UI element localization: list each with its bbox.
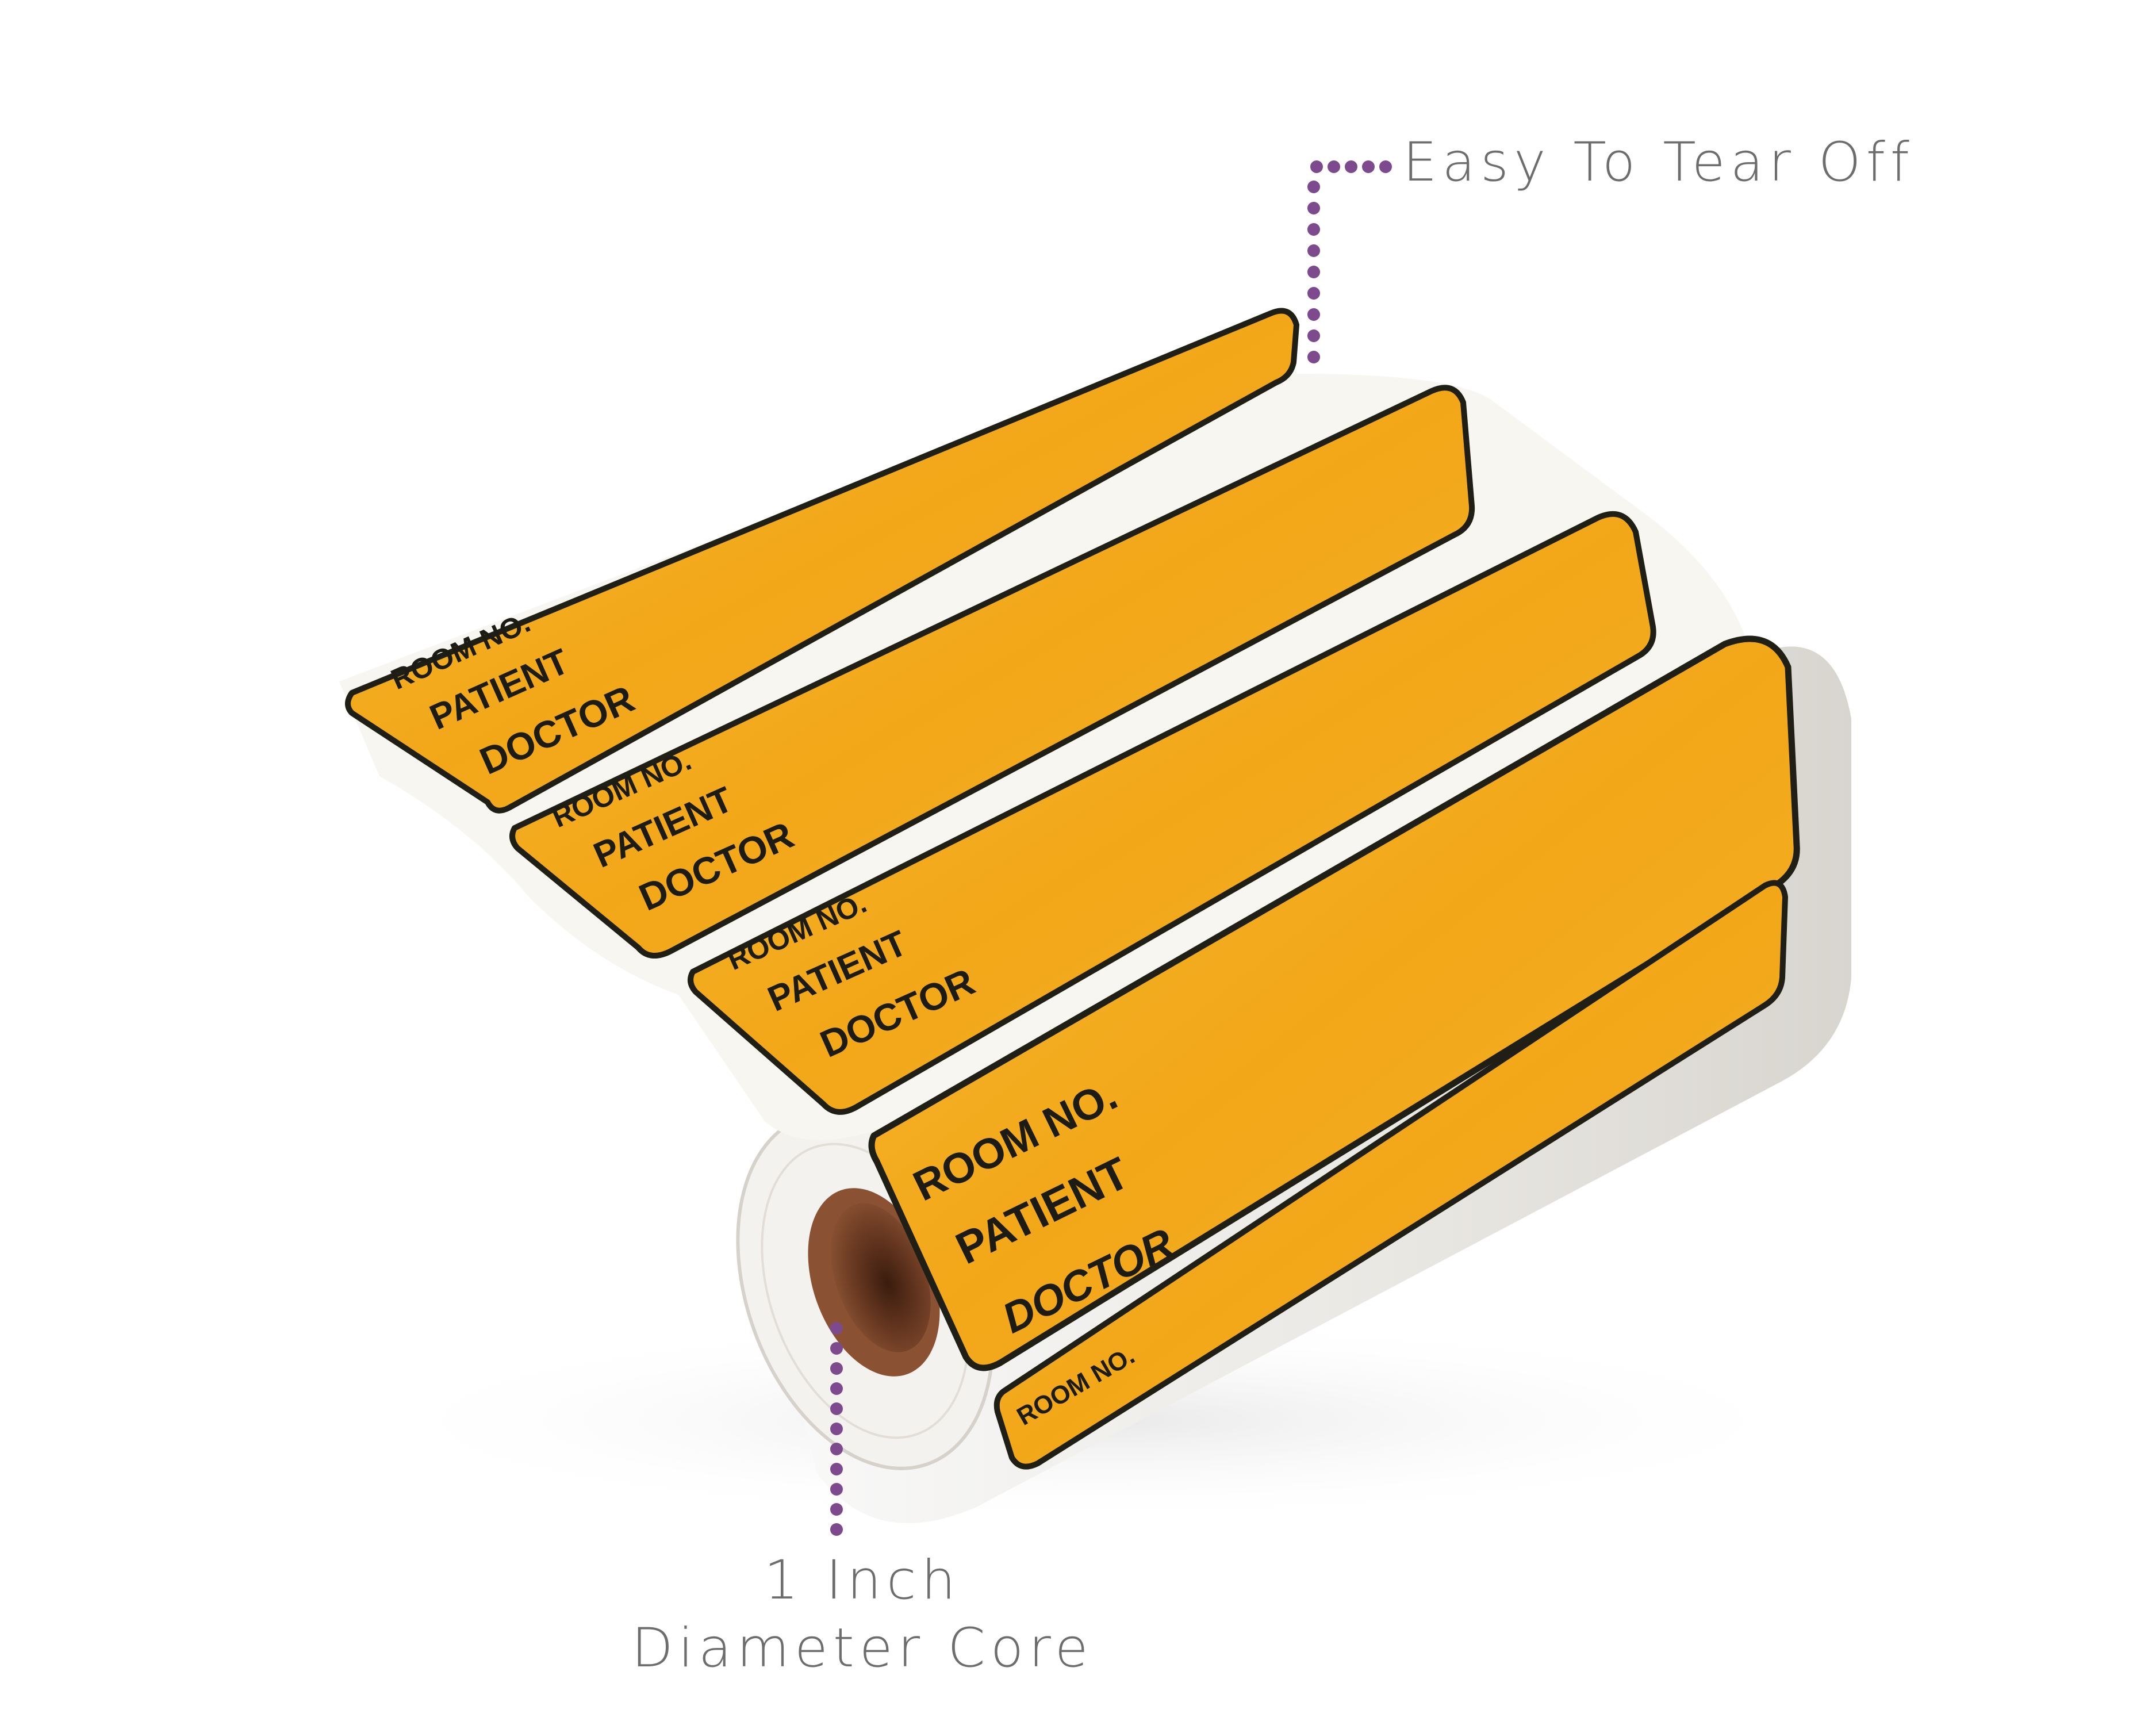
core-callout-line-2: Diameter Core xyxy=(631,1617,1094,1680)
core-callout-text: 1 Inch Diameter Core xyxy=(575,1547,1150,1682)
tear-off-callout-leader xyxy=(1307,160,1392,363)
core-callout-line-1: 1 Inch xyxy=(764,1549,961,1612)
core-callout-leader xyxy=(830,1322,843,1536)
label-4: ROOM NO. PATIENT DOCTOR xyxy=(868,635,1800,1371)
tear-off-callout-text: Easy To Tear Off xyxy=(1403,131,1915,194)
label-5-partial: ROOM NO. xyxy=(993,880,1788,1470)
core-hole xyxy=(831,1203,931,1352)
